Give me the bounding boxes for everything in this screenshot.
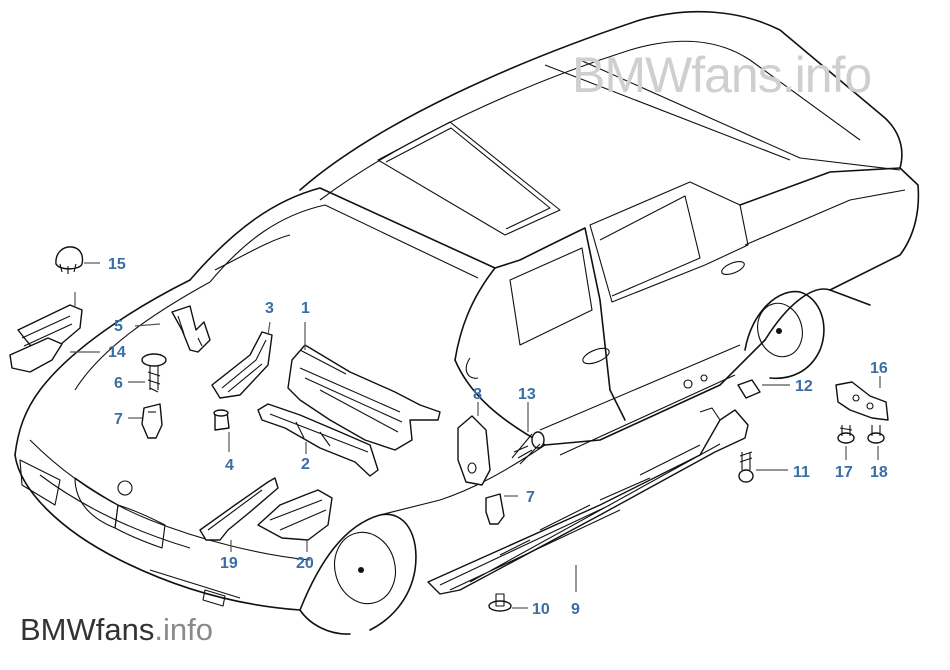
sunroof — [377, 121, 561, 236]
callout-8: 8 — [473, 386, 482, 403]
part-11-screw — [738, 451, 754, 483]
callout-18: 18 — [870, 464, 888, 481]
part-3-seal — [211, 331, 273, 399]
front-door-handle — [582, 347, 610, 365]
watermark-bottom: BMWfans.info — [20, 612, 213, 648]
callout-14: 14 — [108, 344, 126, 361]
part-15-clip — [55, 246, 84, 274]
watermark-top: BMWfans.info — [572, 47, 872, 103]
callout-17: 17 — [835, 464, 853, 481]
front-door-window — [509, 247, 593, 346]
part-18-screw — [867, 425, 885, 444]
part-1-cowl-panel — [287, 344, 441, 451]
callout-15: 15 — [108, 256, 126, 273]
rear-door-handle — [721, 260, 745, 276]
car-body-outline — [14, 10, 920, 635]
callout-7-right: 7 — [526, 489, 535, 506]
part-7-clip-right — [485, 493, 505, 525]
part-8-panel — [457, 415, 491, 486]
watermark-suffix: .info — [154, 612, 213, 647]
callout-20: 20 — [296, 555, 314, 572]
callout-5: 5 — [114, 318, 123, 335]
watermark-brand: BMWfans — [20, 612, 155, 647]
part-13-screw — [511, 431, 545, 465]
callout-16: 16 — [870, 360, 888, 377]
front-wheel — [334, 531, 396, 605]
part-9-underbody-panel — [427, 407, 749, 595]
callout-7-left: 7 — [114, 411, 123, 428]
part-12-nut — [737, 379, 761, 399]
part-14-bracket — [9, 304, 83, 373]
part-20-cover — [257, 489, 333, 541]
part-10-screw — [488, 593, 512, 612]
part-17-screw — [837, 425, 855, 444]
rear-wheel — [757, 302, 803, 358]
part-4-grommet — [213, 409, 230, 431]
callout-11: 11 — [793, 464, 810, 481]
callout-6: 6 — [114, 375, 123, 392]
part-7-clip-left — [141, 403, 163, 439]
kidney-grille-left — [74, 477, 119, 529]
callout-12: 12 — [795, 378, 813, 395]
kidney-grille-right — [114, 504, 166, 549]
part-6-screw — [141, 353, 167, 393]
part-2-deflector — [257, 403, 379, 477]
callout-9: 9 — [571, 601, 580, 618]
rear-door-window — [589, 181, 749, 303]
callout-2: 2 — [301, 456, 310, 473]
hood-emblem — [117, 480, 133, 496]
part-5-bracket — [171, 305, 211, 353]
part-19-bracket — [199, 477, 279, 541]
callout-1: 1 — [301, 300, 310, 317]
callout-labels: 15 5 14 6 7 4 3 1 2 19 20 8 13 7 9 10 11… — [108, 256, 888, 618]
callout-10: 10 — [532, 601, 550, 618]
leader-lines — [70, 262, 881, 609]
callout-13: 13 — [518, 386, 536, 403]
callout-4: 4 — [225, 457, 234, 474]
callout-19: 19 — [220, 555, 238, 572]
callout-3: 3 — [265, 300, 274, 317]
part-16-bracket — [835, 381, 889, 421]
